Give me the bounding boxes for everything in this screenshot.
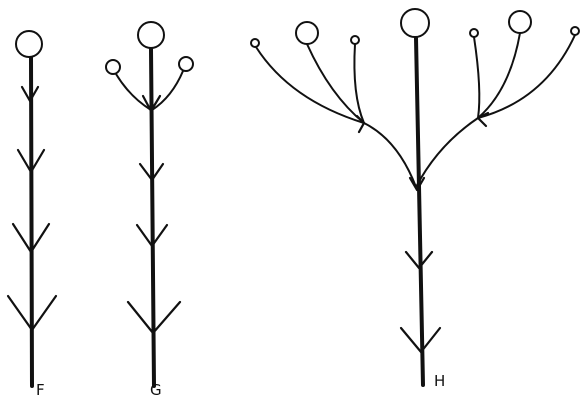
flower-h-far-left [251, 39, 259, 47]
branch-h-far-right [478, 35, 575, 118]
figure-label-h: H [434, 372, 445, 390]
flower-h-far-right [571, 27, 579, 35]
figure-h: H [251, 9, 579, 390]
lateral-flower-g-left [106, 60, 120, 74]
terminal-flower-g [138, 22, 164, 48]
terminal-flower-h [401, 9, 429, 37]
bract-h-right-cluster [478, 113, 488, 126]
flower-h-inner-right [470, 29, 478, 37]
branch-h-inner-right [474, 37, 479, 118]
figure-g: G [106, 22, 193, 398]
stem-h [416, 38, 423, 385]
branch-h-inner-left [354, 44, 364, 123]
figure-label-f: F [36, 381, 45, 398]
stem-f [31, 57, 32, 386]
branch-g-left [116, 74, 151, 110]
branch-g-right [152, 71, 183, 110]
branch-h-far-left [256, 47, 364, 123]
branch-h-right [478, 33, 520, 118]
lateral-flower-g-right [179, 57, 193, 71]
flower-h-inner-left [351, 36, 359, 44]
figure-f: F [8, 31, 56, 398]
branch-h-right-arm [416, 118, 478, 187]
flower-h-right [509, 11, 531, 33]
branch-h-left-arm [364, 123, 416, 187]
stem-g [151, 49, 154, 386]
terminal-flower-f [16, 31, 42, 57]
figure-label-g: G [150, 381, 162, 398]
flower-h-left [296, 22, 318, 44]
